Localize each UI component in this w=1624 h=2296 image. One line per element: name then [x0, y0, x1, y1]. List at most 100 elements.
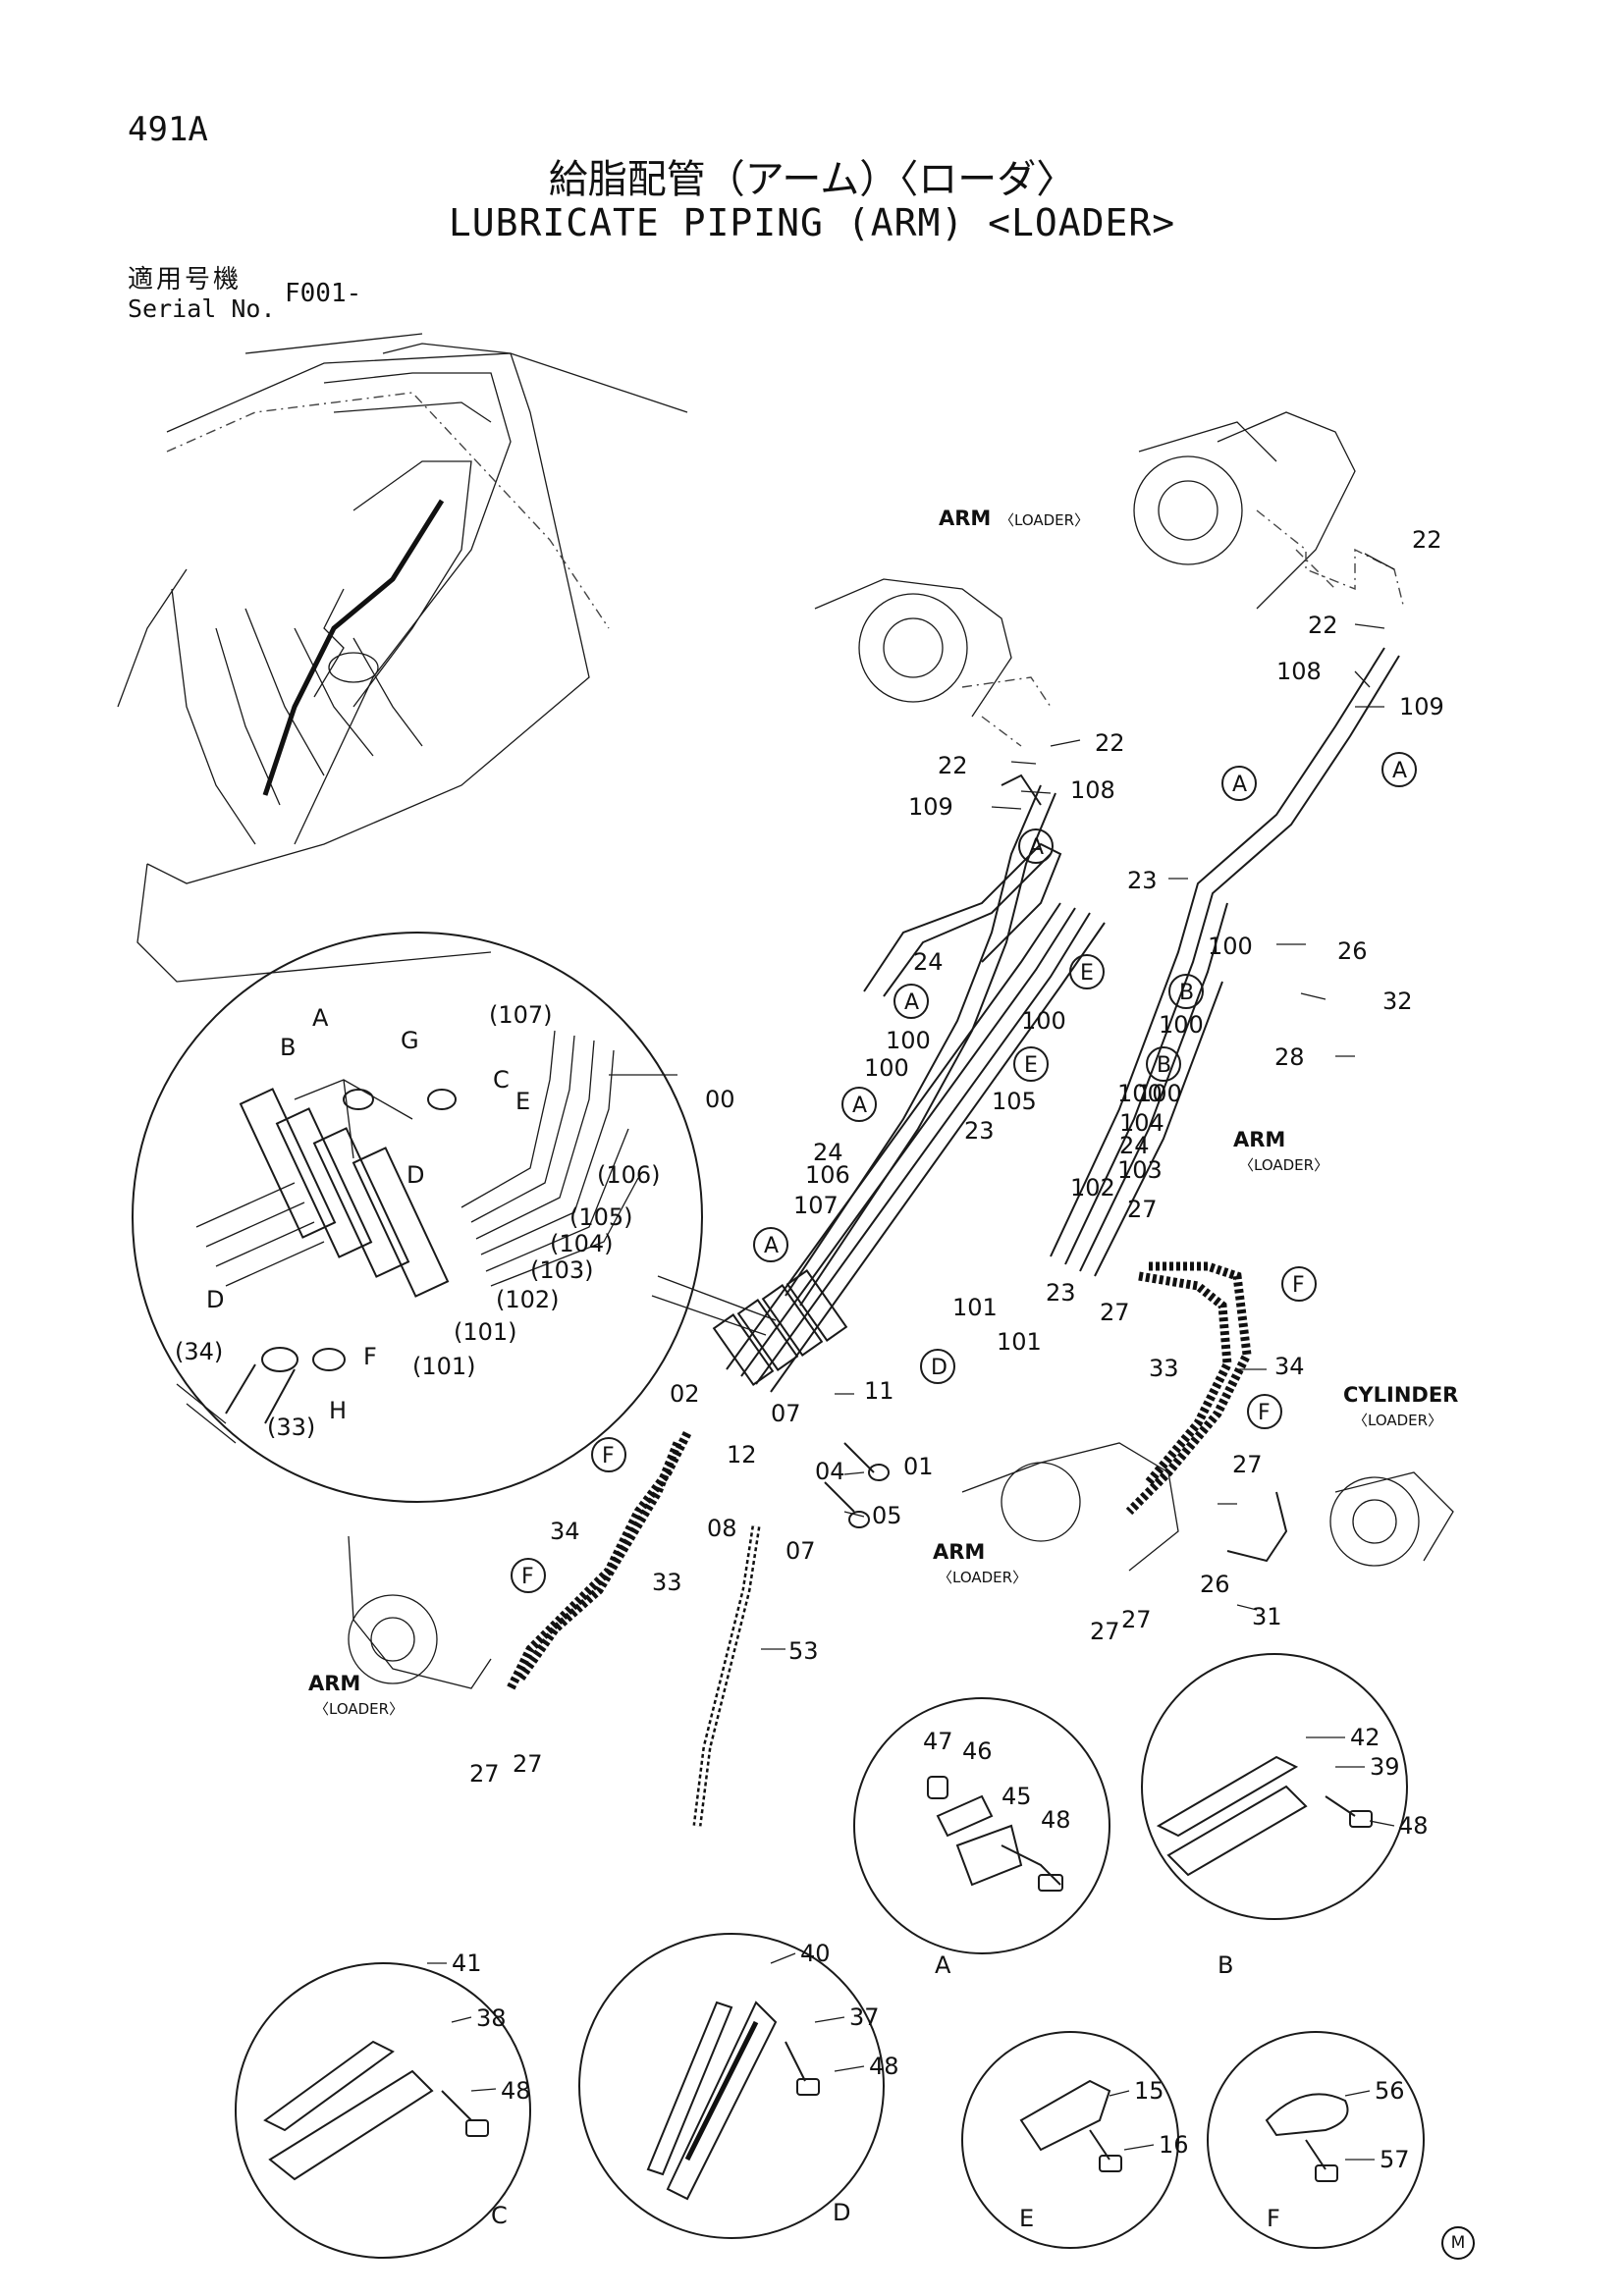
part-label: 39 [1370, 1753, 1400, 1781]
callout-letter: A [852, 1094, 867, 1118]
part-label: 42 [1350, 1724, 1380, 1751]
part-label: 100 [886, 1027, 931, 1054]
magnifier-label: (33) [267, 1414, 315, 1441]
part-label: 100 [1117, 1080, 1163, 1107]
part-label: 103 [1117, 1156, 1163, 1184]
part-label: 106 [805, 1161, 850, 1189]
callout-letter: F [1292, 1273, 1305, 1298]
part-label: 33 [1149, 1355, 1179, 1382]
part-label: 24 [813, 1139, 843, 1166]
part-label: 48 [869, 2053, 899, 2080]
part-label: 27 [1121, 1606, 1152, 1633]
detail-circle-a [853, 1697, 1110, 1954]
magnifier-label: (104) [550, 1230, 614, 1257]
part-label: 22 [1308, 612, 1338, 639]
detail-circle-c [235, 1962, 531, 2259]
magnifier-label: (107) [489, 1001, 553, 1029]
part-label: 34 [1274, 1353, 1305, 1380]
magnifier-label: B [280, 1034, 296, 1061]
part-label: 105 [992, 1088, 1037, 1115]
callout-letter: F [602, 1444, 615, 1468]
main-assembly [348, 411, 1454, 1827]
detail-circle-d [578, 1933, 885, 2239]
part-label: 27 [1127, 1196, 1158, 1223]
callout-letter: A [764, 1234, 779, 1258]
part-label: 04 [815, 1458, 845, 1485]
part-label: 32 [1382, 988, 1413, 1015]
part-label: 22 [1095, 729, 1125, 757]
part-label: 101 [952, 1294, 998, 1321]
magnifier-label: C [493, 1066, 510, 1094]
title-english: LUBRICATE PIPING (ARM) <LOADER> [448, 201, 1176, 244]
callout-letter: B [1179, 981, 1194, 1005]
manufacturer-mark: M [1441, 2226, 1475, 2260]
part-label: 16 [1159, 2131, 1189, 2159]
callout-letter: A [1029, 835, 1044, 860]
part-label: 27 [1232, 1451, 1263, 1478]
part-label: 23 [1127, 867, 1158, 894]
detail-id: E [1019, 2205, 1034, 2232]
part-label: 28 [1274, 1043, 1305, 1071]
magnifier-label: (106) [597, 1161, 661, 1189]
part-label: 101 [997, 1328, 1042, 1356]
caption-loader: 〈LOADER〉 [938, 1569, 1027, 1586]
part-label: 56 [1375, 2077, 1405, 2105]
part-label: 11 [864, 1377, 894, 1405]
part-label: 48 [1041, 1806, 1071, 1834]
caption-loader: 〈LOADER〉 [1239, 1156, 1328, 1174]
part-label: 104 [1119, 1109, 1164, 1137]
part-label: 109 [908, 793, 953, 821]
magnifier-label: D [206, 1286, 224, 1313]
part-label: 07 [771, 1400, 801, 1427]
part-label: 47 [923, 1728, 953, 1755]
part-label: 26 [1337, 937, 1368, 965]
part-label: 46 [962, 1737, 993, 1765]
part-label: 34 [550, 1518, 580, 1545]
detail-circle-f [1207, 2031, 1425, 2249]
part-label: 100 [864, 1054, 909, 1082]
page-number: 491A [128, 110, 208, 149]
serial-number-value: F001- [285, 279, 362, 308]
part-label: 05 [872, 1502, 902, 1529]
part-label: 100 [1137, 1080, 1182, 1107]
magnified-view [132, 932, 777, 1503]
part-label: 01 [903, 1453, 934, 1480]
magnifier-labels: (107) A G B C E D (106) (105) (104) (103… [175, 1001, 661, 1441]
magnifier-label: E [515, 1088, 530, 1115]
magnifier-label: (101) [412, 1353, 476, 1380]
part-label: 107 [793, 1192, 839, 1219]
caption-loader: 〈LOADER〉 [1353, 1412, 1442, 1429]
part-label: 37 [849, 2003, 880, 2031]
part-label: 102 [1070, 1174, 1115, 1201]
caption-arm: ARM [939, 507, 991, 530]
part-label: 23 [1046, 1279, 1076, 1307]
detail-circle-e [961, 2031, 1179, 2249]
callout-letter: E [1080, 961, 1094, 986]
callouts: A A A A A A E B E B D F F F F [511, 752, 1417, 1593]
magnifier-label: (101) [454, 1318, 517, 1346]
part-label: 27 [513, 1750, 543, 1778]
callout-letter: A [1232, 773, 1247, 797]
caption-arm: ARM [933, 1540, 985, 1564]
machine-overview-sketch [117, 333, 688, 983]
captions: ARM 〈LOADER〉 ARM 〈LOADER〉 CYLINDER 〈LOAD… [308, 507, 1458, 1718]
part-label: 24 [913, 948, 944, 976]
part-label: 48 [501, 2077, 531, 2105]
part-label: 48 [1398, 1812, 1429, 1840]
part-labels: 22 22 108 109 22 22 108 109 23 100 26 32… [469, 526, 1444, 1788]
part-label: 12 [727, 1441, 757, 1468]
title-japanese: 給脂配管（アーム）〈ローダ〉 [548, 157, 1076, 202]
part-label: 108 [1276, 658, 1322, 685]
callout-letter: B [1157, 1053, 1171, 1078]
part-label: 07 [785, 1537, 816, 1565]
magnifier-label: A [312, 1004, 329, 1032]
detail-id: D [833, 2199, 850, 2226]
part-label: 40 [800, 1940, 831, 1967]
part-label: 100 [1159, 1011, 1204, 1039]
part-label: 27 [1090, 1618, 1120, 1645]
caption-loader: 〈LOADER〉 [1000, 511, 1089, 529]
part-label: 45 [1001, 1783, 1032, 1810]
callout-letter: E [1024, 1053, 1038, 1078]
part-label: 26 [1200, 1571, 1230, 1598]
